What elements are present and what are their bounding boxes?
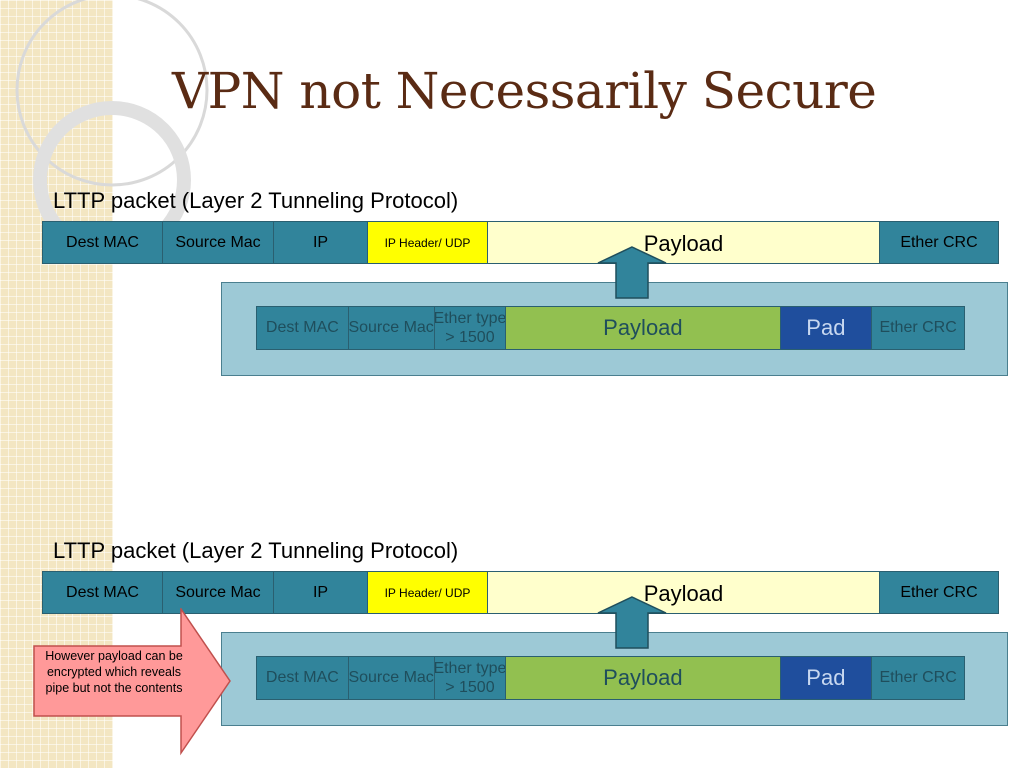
inner-dest-mac-field: Dest MAC xyxy=(257,657,349,699)
inner-pad-field: Pad xyxy=(780,307,873,349)
up-arrow-icon xyxy=(597,596,667,649)
inner-packet-bar: Dest MAC Source Mac Ether type > 1500 Pa… xyxy=(256,656,965,700)
inner-ether-type-field: Ether type > 1500 xyxy=(434,307,507,349)
outer-dest-mac-field: Dest MAC xyxy=(43,222,163,263)
inner-payload-field: Payload xyxy=(506,657,781,699)
inner-payload-field: Payload xyxy=(506,307,781,349)
inner-ether-type-field: Ether type > 1500 xyxy=(434,657,507,699)
inner-source-mac-field: Source Mac xyxy=(348,307,435,349)
outer-ether-crc-field: Ether CRC xyxy=(880,222,998,263)
outer-ip-field: IP xyxy=(274,572,368,613)
outer-packet-bar: Dest MAC Source Mac IP IP Header/ UDP Pa… xyxy=(42,221,999,264)
outer-ip-header-field: IP Header/ UDP xyxy=(368,222,488,263)
inner-dest-mac-field: Dest MAC xyxy=(257,307,349,349)
diagram-caption: LTTP packet (Layer 2 Tunneling Protocol) xyxy=(53,538,459,563)
ether-type-value: > 1500 xyxy=(445,329,495,346)
ether-type-label: Ether type xyxy=(434,309,507,327)
outer-source-mac-field: Source Mac xyxy=(163,222,274,263)
callout-text: However payload can be encrypted which r… xyxy=(45,649,183,695)
inner-source-mac-field: Source Mac xyxy=(348,657,435,699)
ether-type-value: > 1500 xyxy=(445,679,495,696)
up-arrow-icon xyxy=(597,246,667,299)
diagram-caption: LTTP packet (Layer 2 Tunneling Protocol) xyxy=(53,188,459,213)
inner-ether-crc-field: Ether CRC xyxy=(872,657,964,699)
outer-ether-crc-field: Ether CRC xyxy=(880,572,998,613)
outer-payload-field: Payload xyxy=(488,222,880,263)
page-title: VPN not Necessarily Secure xyxy=(172,62,877,120)
callout-arrow-icon xyxy=(33,608,231,756)
inner-ether-crc-field: Ether CRC xyxy=(872,307,964,349)
inner-pad-field: Pad xyxy=(780,657,873,699)
outer-dest-mac-field: Dest MAC xyxy=(43,572,163,613)
outer-packet-bar: Dest MAC Source Mac IP IP Header/ UDP Pa… xyxy=(42,571,999,614)
outer-ip-header-field: IP Header/ UDP xyxy=(368,572,488,613)
outer-source-mac-field: Source Mac xyxy=(163,572,274,613)
ether-type-label: Ether type xyxy=(434,659,507,677)
inner-packet-bar: Dest MAC Source Mac Ether type > 1500 Pa… xyxy=(256,306,965,350)
outer-ip-field: IP xyxy=(274,222,368,263)
outer-payload-field: Payload xyxy=(488,572,880,613)
